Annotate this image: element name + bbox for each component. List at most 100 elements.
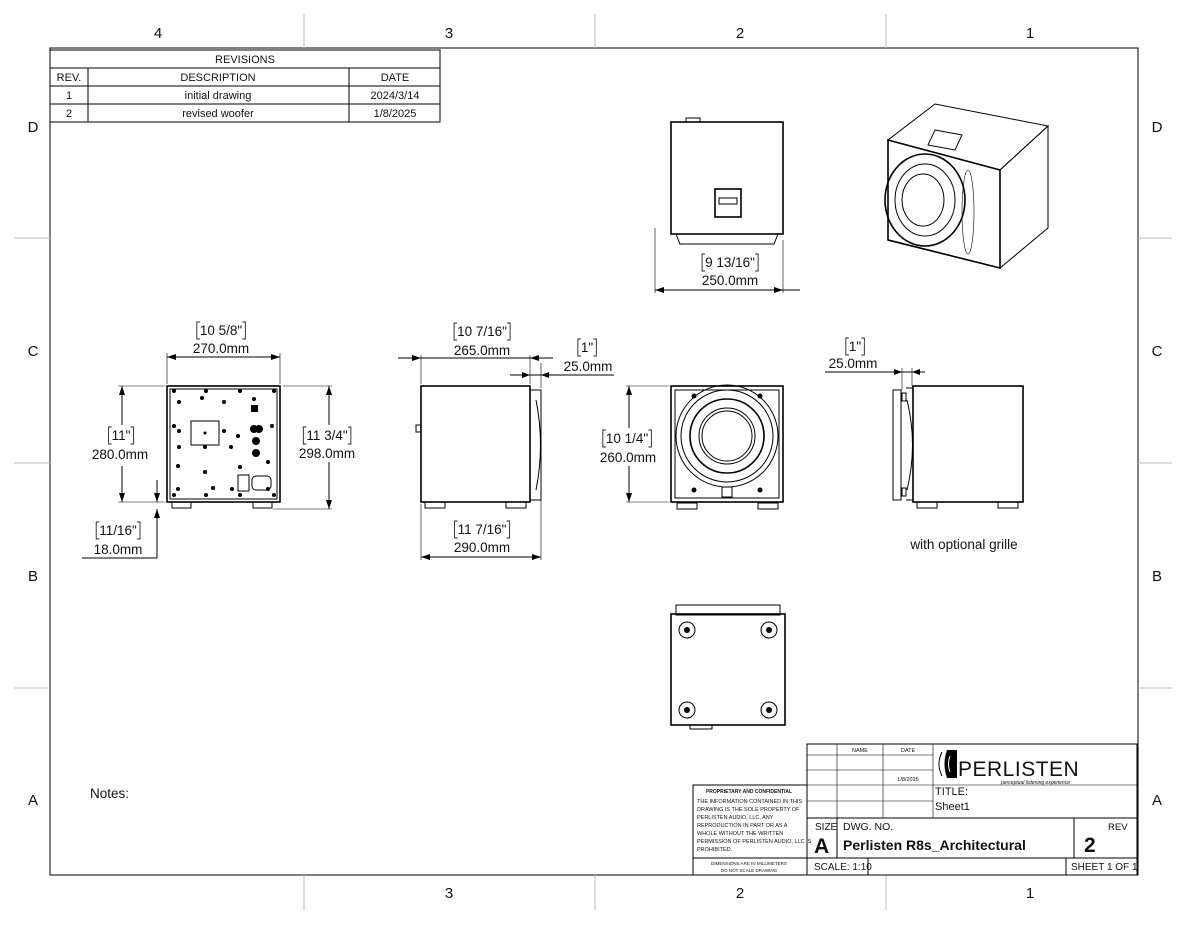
- top-width-inch: 9 13/16": [705, 255, 755, 270]
- zone-top-2: 2: [736, 25, 744, 42]
- zone-ticks: [14, 14, 1172, 910]
- rear-height-inch: 11": [112, 428, 131, 443]
- zone-top-3: 3: [445, 25, 453, 42]
- dwg-no-value: Perlisten R8s_Architectural: [843, 837, 1026, 853]
- dimension-bracket-right: [136, 521, 141, 540]
- proprietary-title: PROPRIETARY AND CONFIDENTIAL: [706, 789, 792, 795]
- size-value: A: [814, 835, 829, 858]
- woofer-protrusion-mm: 25.0mm: [564, 359, 613, 374]
- dimension-bracket-right: [507, 322, 511, 341]
- overall-height-mm: 298.0mm: [299, 446, 355, 461]
- drawn-date: 1/8/2025: [897, 777, 918, 783]
- dimension-bracket-left: [454, 520, 458, 539]
- revision-row-2-date: 1/8/2025: [374, 108, 417, 120]
- zone-left-D: D: [28, 119, 39, 136]
- zone-right-D: D: [1152, 119, 1163, 136]
- title-value: Sheet1: [935, 801, 970, 813]
- zone-right-A: A: [1152, 792, 1162, 809]
- dimension-bracket-left: [845, 337, 849, 356]
- dimension-bracket-left: [302, 426, 307, 445]
- revision-row-1-rev: 1: [66, 90, 72, 102]
- rear-view: 10 5/8" 270.0mm 11" 280.0mm 11 3/4" 298.…: [82, 323, 355, 559]
- dwg-no-label: DWG. NO.: [843, 821, 893, 833]
- zone-left-B: B: [28, 568, 38, 585]
- grille-side-view: 1" 25.0mm with optional grille: [825, 339, 1024, 552]
- rev-label: REV: [1108, 822, 1128, 833]
- side-view: 10 7/16" 265.0mm 1" 25.0mm 11 7/16" 290.…: [398, 324, 614, 560]
- revision-row-1-description: initial drawing: [185, 90, 252, 102]
- foot-height-mm: 18.0mm: [94, 542, 143, 557]
- dimension-bracket-right: [242, 321, 246, 340]
- dimension-bracket-left: [577, 338, 581, 357]
- rear-height-mm: 280.0mm: [92, 447, 148, 462]
- side-depth-mm: 265.0mm: [454, 343, 510, 358]
- drawing-border: [49, 47, 1139, 876]
- dimension-bracket-left: [701, 253, 706, 272]
- proprietary-line: PERMISSION OF PERLISTEN AUDIO, LLC IS: [697, 839, 812, 845]
- rear-width-mm: 270.0mm: [193, 341, 249, 356]
- dimension-bracket-right: [861, 337, 865, 356]
- perlisten-logo: PERLISTEN perceptual listening experienc…: [938, 750, 1079, 786]
- dimension-bracket-right: [593, 338, 597, 357]
- woofer-protrusion-inch: 1": [581, 340, 594, 355]
- front-height-mm: 260.0mm: [600, 450, 656, 465]
- zone-left-A: A: [28, 792, 38, 809]
- zone-left-C: C: [28, 343, 39, 360]
- dimension-bracket-right: [506, 520, 511, 539]
- proprietary-line: WHOLE WITHOUT THE WRITTEN: [697, 831, 783, 837]
- bottom-view: [670, 604, 786, 730]
- dimension-bracket-left: [602, 429, 606, 448]
- side-overall-depth-mm: 290.0mm: [454, 540, 510, 555]
- scale-note: DO NOT SCALE DRAWING: [721, 868, 778, 873]
- proprietary-line: REPRODUCTION IN PART OR AS A: [697, 823, 788, 829]
- date-header: DATE: [901, 748, 916, 754]
- revisions-table: REVISIONS REV. DESCRIPTION DATE 1 initia…: [49, 49, 441, 123]
- grille-caption: with optional grille: [909, 537, 1017, 552]
- top-width-mm: 250.0mm: [702, 273, 758, 288]
- rear-width-inch: 10 5/8": [200, 323, 243, 338]
- proprietary-notice: PROPRIETARY AND CONFIDENTIAL THE INFORMA…: [697, 789, 812, 873]
- dimension-bracket-left: [196, 321, 200, 340]
- front-view: 10 1/4" 260.0mm: [600, 384, 784, 510]
- units-note: DIMENSIONS ARE IN MILLIMETERS: [711, 861, 787, 866]
- zone-bottom-1: 1: [1026, 885, 1034, 902]
- zone-bottom-3: 3: [445, 885, 453, 902]
- foot-height-inch: 11/16": [99, 523, 137, 538]
- dimension-bracket-right: [130, 426, 135, 445]
- dimension-bracket-right: [755, 253, 759, 272]
- side-overall-depth-inch: 11 7/16": [458, 522, 507, 537]
- grille-protrusion-mm: 25.0mm: [829, 356, 878, 371]
- front-height-inch: 10 1/4": [606, 431, 649, 446]
- grille-protrusion-inch: 1": [849, 339, 862, 354]
- sheet-number: SHEET 1 OF 1: [1071, 862, 1138, 873]
- revision-row-1-date: 2024/3/14: [371, 90, 420, 102]
- revisions-title: REVISIONS: [215, 54, 275, 66]
- zone-top-4: 4: [154, 25, 162, 42]
- revision-row-2-description: revised woofer: [182, 108, 254, 120]
- side-depth-inch: 10 7/16": [457, 324, 507, 339]
- proprietary-line: DRAWING IS THE SOLE PROPERTY OF: [697, 807, 800, 813]
- zone-bottom-2: 2: [736, 885, 744, 902]
- title-label: TITLE:: [935, 786, 968, 798]
- overall-height-inch: 11 3/4": [306, 428, 348, 443]
- dimension-brackets: [95, 253, 865, 540]
- notes-label: Notes:: [90, 786, 129, 801]
- title-block: NAME DATE 1/8/2025 PERLISTEN perceptual …: [692, 743, 1138, 876]
- dimension-bracket-right: [648, 429, 652, 448]
- dimension-bracket-right: [347, 426, 352, 445]
- zone-right-B: B: [1152, 568, 1162, 585]
- rev-value: 2: [1084, 834, 1096, 857]
- isometric-view: [884, 103, 1050, 270]
- logo-tagline: perceptual listening experience: [1000, 780, 1070, 786]
- revision-row-2-rev: 2: [66, 108, 72, 120]
- scale: SCALE: 1:10: [814, 862, 872, 873]
- proprietary-line: PERLISTEN AUDIO, LLC. ANY: [697, 815, 774, 821]
- name-header: NAME: [852, 748, 868, 754]
- dimension-bracket-left: [95, 521, 100, 540]
- dimension-bracket-left: [453, 322, 458, 341]
- dimension-bracket-left: [108, 426, 112, 445]
- top-view: 9 13/16" 250.0mm: [654, 117, 800, 293]
- proprietary-line: THE INFORMATION CONTAINED IN THIS: [697, 799, 802, 805]
- logo-text: PERLISTEN: [958, 758, 1079, 781]
